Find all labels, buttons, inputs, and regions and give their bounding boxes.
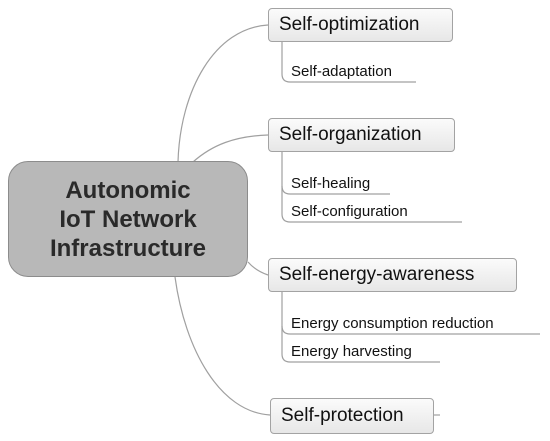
branch-self-energy-awareness [247,261,269,276]
topic-label: Self-protection [281,405,404,426]
sub-connector-self-adaptation [281,42,416,83]
subtopic-self-configuration[interactable]: Self-configuration [291,203,408,220]
topic-label: Self-energy-awareness [279,264,475,285]
topic-self-protection[interactable]: Self-protection [270,398,434,434]
branch-self-protection [174,276,271,416]
central-topic-line-2: IoT Network [59,205,197,233]
subtopic-self-adaptation[interactable]: Self-adaptation [291,63,392,80]
topic-self-energy-awareness[interactable]: Self-energy-awareness [268,258,517,292]
central-topic[interactable]: Autonomic IoT Network Infrastructure [8,161,248,277]
subtopic-self-healing[interactable]: Self-healing [291,175,371,192]
subtopic-energy-consumption-reduction[interactable]: Energy consumption reduction [291,315,494,332]
topic-self-organization[interactable]: Self-organization [268,118,455,152]
branch-self-optimization [177,24,269,163]
topic-label: Self-organization [279,124,422,145]
branch-self-organization [192,134,269,163]
sub-connector-self-configuration [281,186,462,223]
topic-label: Self-optimization [279,14,420,35]
sub-connector-energy-harvesting [281,326,440,363]
central-topic-line-3: Infrastructure [49,234,207,262]
subtopic-energy-harvesting[interactable]: Energy harvesting [291,343,412,360]
topic-self-optimization[interactable]: Self-optimization [268,8,453,42]
central-topic-line-1: Autonomic [65,176,191,204]
